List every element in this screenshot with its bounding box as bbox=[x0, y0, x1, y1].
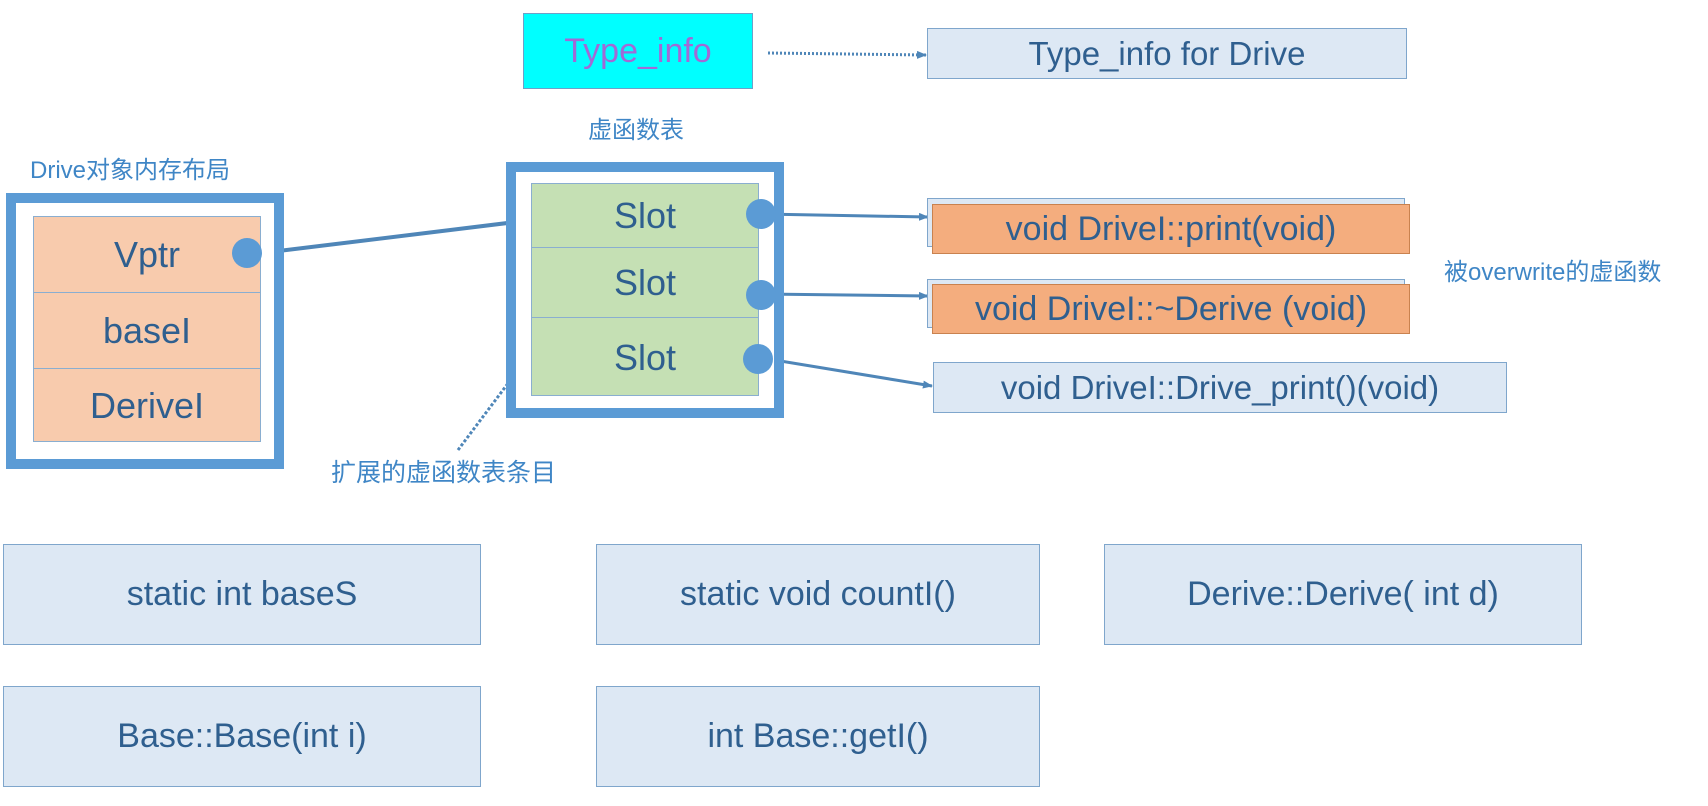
vtable-slot-3-label: Slot bbox=[613, 336, 677, 378]
object-field-basei: baseI bbox=[34, 292, 260, 368]
function-box-print: void DriveI::print(void) bbox=[932, 204, 1410, 254]
object-field-vptr-label: Vptr bbox=[113, 233, 181, 275]
type-info-target-label: Type_info for Drive bbox=[1028, 34, 1306, 72]
vtable-slot-2: Slot bbox=[532, 247, 758, 317]
member-static-base-s-label: static int baseS bbox=[126, 575, 358, 613]
member-static-count-i-label: static void countI() bbox=[680, 575, 956, 613]
vtable-slot-1-label: Slot bbox=[613, 194, 677, 236]
object-field-vptr: Vptr bbox=[34, 217, 260, 292]
slot-1-dot bbox=[746, 199, 776, 229]
extended-entry-caption: 扩展的虚函数表条目 bbox=[331, 459, 557, 487]
member-static-count-i: static void countI() bbox=[596, 544, 1040, 645]
function-print-label: void DriveI::print(void) bbox=[1005, 209, 1337, 248]
vtable-caption: 虚函数表 bbox=[588, 117, 684, 144]
member-base-get-i-label: int Base::getI() bbox=[707, 717, 929, 755]
member-static-base-s: static int baseS bbox=[3, 544, 481, 645]
vtable-slot-2-label: Slot bbox=[613, 261, 677, 303]
vtable-frame: Slot Slot Slot bbox=[506, 162, 784, 418]
function-box-drive-print: void DriveI::Drive_print()(void) bbox=[933, 362, 1507, 413]
arrow-typeinfo bbox=[767, 50, 927, 59]
member-base-get-i: int Base::getI() bbox=[596, 686, 1040, 787]
arrow-vptr-to-vtable bbox=[261, 217, 533, 255]
type-info-box: Type_info bbox=[523, 13, 753, 89]
member-derive-constructor: Derive::Derive( int d) bbox=[1104, 544, 1582, 645]
object-field-derivei-label: DeriveI bbox=[89, 385, 205, 426]
arrow-slot3 bbox=[761, 356, 933, 389]
object-layout-frame: Vptr baseI DeriveI bbox=[6, 193, 284, 469]
function-destructor-label: void DriveI::~Derive (void) bbox=[974, 289, 1368, 328]
slot-2-dot bbox=[746, 280, 776, 310]
type-info-target-box: Type_info for Drive bbox=[927, 28, 1407, 79]
type-info-label: Type_info bbox=[564, 31, 712, 70]
function-box-destructor: void DriveI::~Derive (void) bbox=[932, 284, 1410, 334]
arrow-slot1 bbox=[761, 212, 929, 221]
member-base-constructor-label: Base::Base(int i) bbox=[117, 717, 367, 755]
vtable-slot-3: Slot bbox=[532, 317, 758, 397]
function-drive-print-label: void DriveI::Drive_print()(void) bbox=[1000, 368, 1440, 406]
slot-3-dot bbox=[743, 344, 773, 374]
object-field-basei-label: baseI bbox=[102, 309, 192, 351]
object-fields: Vptr baseI DeriveI bbox=[33, 216, 261, 442]
member-derive-constructor-label: Derive::Derive( int d) bbox=[1187, 575, 1499, 613]
vtable-slot-1: Slot bbox=[532, 184, 758, 247]
member-base-constructor: Base::Base(int i) bbox=[3, 686, 481, 787]
vptr-pointer-dot bbox=[232, 238, 262, 268]
arrow-slot2 bbox=[761, 291, 929, 300]
object-layout-caption: Drive对象内存布局 bbox=[30, 157, 231, 184]
vtable-slots: Slot Slot Slot bbox=[531, 183, 759, 396]
object-field-derivei: DeriveI bbox=[34, 368, 260, 443]
overwritten-caption: 被overwrite的虚函数 bbox=[1444, 259, 1662, 286]
